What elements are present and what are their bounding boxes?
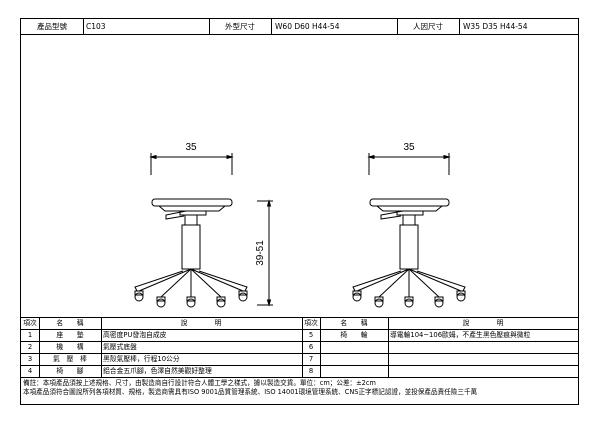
table-header-row: 項次 名 稱 說 明 項次 名 稱 說 明 [21,317,578,329]
stool-drawings: 35 35 39-51 [134,142,466,308]
col-desc-right: 說 明 [462,319,504,327]
row-no: 4 [27,367,33,375]
row-desc: 高密度PU發泡自成皮 [103,331,167,339]
row-desc: 黑殼氣壓棒，行程10公分 [103,355,180,363]
table-row: 1 座 墊 高密度PU發泡自成皮 5 椅 輪 導電輪104~106歐姆，不產生黑… [21,329,578,341]
row-name: 椅 腳 [56,367,84,375]
row-name: 氣 壓 棒 [53,355,87,363]
left-width-dimension: 35 [185,142,197,153]
row-desc [390,366,578,377]
size-value: W60 D60 H44-54 [275,22,340,31]
col-no-right: 項次 [304,319,318,327]
col-no-left: 項次 [23,319,37,327]
note-line-1: 備註：本項產品須按上述規格、尺寸，由製造商自行設計符合人體工學之樣式，據以製造交… [21,377,578,387]
row-no: 8 [308,367,314,375]
row-name [320,354,388,365]
col-name-left: 名 稱 [56,319,84,327]
row-name [320,342,388,353]
table-row: 4 椅 腳 鋁合金五爪腳，色澤自然美觀好整理 8 [21,365,578,377]
col-name-right: 名 稱 [340,319,368,327]
spec-sheet: 產品型號 C103 外型尺寸 W60 D60 H44-54 人因尺寸 W35 D… [20,18,579,405]
row-name: 機 構 [56,343,84,351]
height-dimension: 39-51 [255,240,266,266]
left-stool-drawing [134,153,273,308]
row-desc: 鋁合金五爪腳，色澤自然美觀好整理 [103,367,212,375]
model-value: C103 [86,22,106,31]
row-no: 1 [27,331,33,339]
row-desc [390,342,578,353]
row-desc [390,354,578,365]
ergo-value: W35 D35 H44-54 [463,22,528,31]
row-name [320,366,388,377]
row-no: 3 [27,355,33,363]
row-no: 5 [308,331,314,339]
table-row: 3 氣 壓 棒 黑殼氣壓棒，行程10公分 7 [21,353,578,365]
row-no: 7 [308,355,314,363]
row-desc: 氣壓式底盤 [103,343,137,351]
col-desc-left: 說 明 [180,319,222,327]
table-row: 2 機 構 氣壓式底盤 6 [21,341,578,353]
row-name: 椅 輪 [340,331,368,339]
row-no: 2 [27,343,33,351]
drawing-area: 35 35 39-51 [21,35,578,333]
size-label: 外型尺寸 [225,22,255,31]
model-label: 產品型號 [37,22,67,31]
row-name: 座 墊 [56,331,84,339]
right-width-dimension: 35 [403,142,415,153]
right-stool-drawing [352,153,466,308]
row-no: 6 [308,343,314,351]
header-row: 產品型號 C103 外型尺寸 W60 D60 H44-54 人因尺寸 W35 D… [21,19,578,35]
row-desc: 導電輪104~106歐姆，不產生黑色壓痕與微粒 [390,331,531,339]
ergo-label: 人因尺寸 [413,22,443,31]
note-line-2: 本項產品須符合圖說所列各項材質、規格，製造商需具有ISO 9001品質管理系統、… [23,388,478,396]
